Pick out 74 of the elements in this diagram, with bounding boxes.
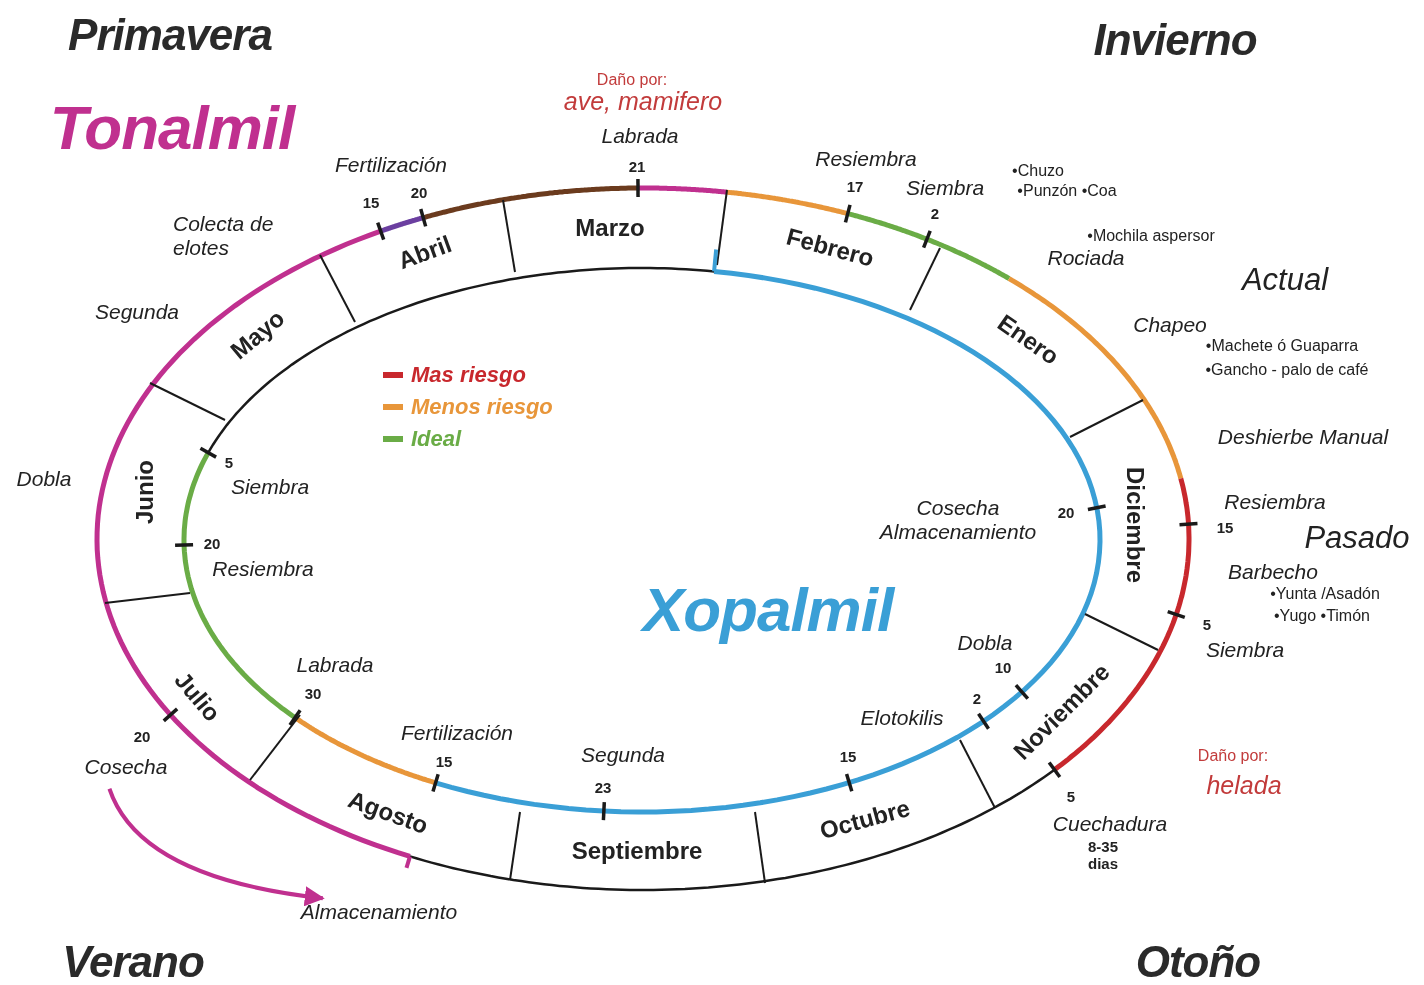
activity-label: Cuechadura — [1052, 812, 1168, 836]
activity-label: Elotokilis — [860, 706, 944, 730]
month-label: Abril — [394, 231, 456, 275]
activity-label: Cosecha Almacenamiento — [878, 496, 1038, 544]
season-label: Invierno — [1093, 15, 1257, 65]
activity-label: Labrada — [601, 124, 679, 148]
activity-label: Cosecha — [84, 755, 168, 779]
activity-label: Resiembra — [1224, 490, 1326, 514]
activity-label: Resiembra — [212, 557, 314, 581]
tool-list-item: •Punzón •Coa — [1017, 182, 1117, 200]
activity-label: Siembra — [1205, 638, 1285, 662]
month-label: Septiembre — [571, 837, 703, 865]
activity-label: Labrada — [296, 653, 374, 677]
legend-label: Menos riesgo — [411, 394, 553, 420]
damage-cause-label: helada — [1206, 771, 1282, 799]
day-number: 21 — [628, 158, 646, 176]
day-number: 20 — [133, 728, 151, 746]
activity-label: Segunda — [94, 300, 180, 324]
activity-label: Chapeo — [1133, 313, 1207, 337]
legend-label: Mas riesgo — [411, 362, 526, 388]
tool-list-item: •Machete ó Guaparra — [1205, 337, 1359, 355]
activity-label: Dobla — [16, 467, 72, 491]
month-label: Marzo — [575, 214, 645, 242]
program-title: Xopalmil — [642, 575, 894, 645]
activity-label: Segunda — [580, 743, 666, 767]
day-number: 20 — [1057, 504, 1075, 522]
month-label: Octubre — [817, 795, 913, 845]
activity-label: Fertilización — [401, 721, 513, 745]
duration-label: 8-35 dias — [1087, 839, 1119, 873]
season-label: Primavera — [68, 10, 272, 60]
activity-label: Dobla — [957, 631, 1013, 655]
program-title: Tonalmil — [49, 93, 295, 163]
tool-list-item: •Yugo •Timón — [1274, 607, 1370, 625]
activity-label: Resiembra — [815, 147, 917, 171]
time-label: Actual — [1241, 262, 1329, 298]
day-number: 15 — [362, 194, 380, 212]
activity-label: Barbecho — [1228, 560, 1318, 584]
day-number: 2 — [972, 690, 982, 708]
day-number: 20 — [203, 535, 221, 553]
activity-label: Deshierbe Manual — [1217, 425, 1389, 449]
damage-label: Daño por: — [1197, 747, 1269, 765]
activity-label: Siembra — [905, 176, 985, 200]
season-label: Otoño — [1135, 937, 1261, 985]
legend-label: Ideal — [411, 426, 462, 452]
day-number: 15 — [435, 753, 453, 771]
month-label: Junio — [131, 460, 159, 524]
day-number: 15 — [839, 748, 857, 766]
season-label: Verano — [62, 937, 204, 985]
damage-label: Daño por: — [596, 71, 668, 89]
month-label: Diciembre — [1121, 466, 1149, 584]
month-label: Febrero — [783, 223, 877, 273]
day-number: 5 — [224, 454, 234, 472]
tool-list-item: •Chuzo — [1012, 162, 1064, 180]
day-number: 17 — [846, 178, 864, 196]
tool-list-item: •Mochila aspersor — [1087, 227, 1215, 245]
day-number: 20 — [410, 184, 428, 202]
day-number: 23 — [594, 779, 612, 797]
day-number: 5 — [1066, 788, 1076, 806]
damage-cause-label: ave, mamifero — [563, 87, 723, 115]
month-label: Agosto — [344, 786, 432, 840]
activity-label: Siembra — [230, 475, 310, 499]
day-number: 15 — [1216, 519, 1234, 537]
tool-list-item: •Gancho - palo de café — [1205, 361, 1369, 379]
activity-label: Almacenamiento — [300, 900, 458, 924]
activity-label: Rociada — [1047, 246, 1125, 270]
activity-label: Colecta de elotes — [173, 212, 275, 260]
day-number: 30 — [304, 685, 322, 703]
curved-arrow — [107, 788, 325, 906]
day-number: 5 — [1202, 616, 1212, 634]
activity-label: Fertilización — [335, 153, 447, 177]
day-number: 10 — [994, 659, 1012, 677]
time-label: Pasado — [1304, 520, 1410, 556]
day-number: 2 — [930, 205, 940, 223]
tool-list-item: •Yunta /Asadón — [1270, 585, 1380, 603]
